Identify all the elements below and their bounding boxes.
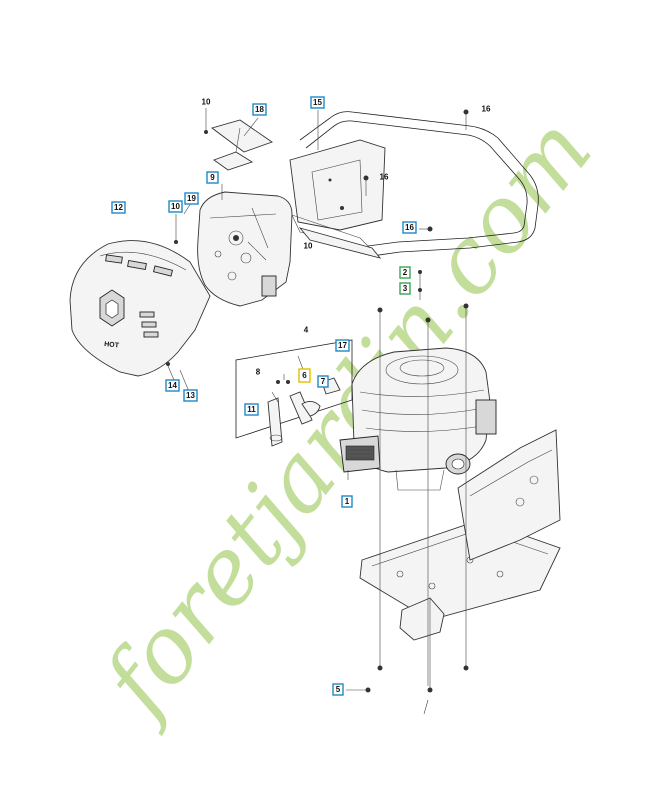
callout-13-box [183,389,198,402]
chassis-frame [359,429,561,693]
detail-inset [235,339,353,447]
callout-1: 1 [345,497,350,506]
callout-16-mid: 16 [380,173,389,182]
callout-18: 18 [255,105,264,114]
callout-16-box [402,221,417,234]
callout-18-box [252,103,267,116]
callout-14-box [165,379,180,392]
callout-10-mid: 10 [304,242,313,251]
callout-15: 15 [313,98,322,107]
frame-tube [299,111,539,257]
part-9-panel [197,191,293,307]
callout-11: 11 [247,405,256,414]
callout-3: 3 [403,284,408,293]
callout-2-box [399,266,411,279]
callout-10-box [168,200,183,213]
callout-4: 4 [304,326,309,335]
callout-14: 14 [168,381,177,390]
callout-9-box [206,171,219,184]
callout-8: 8 [256,368,261,377]
engine [339,347,497,491]
part-18-bracket [211,119,273,171]
callout-17-box [335,339,350,352]
callout-7-box [317,375,329,388]
callout-16-top: 16 [482,105,491,114]
callout-6: 6 [302,371,307,380]
callout-13: 13 [186,391,195,400]
hood-label: HOT [104,341,120,350]
seat-bracket [289,139,386,259]
callout-19: 19 [187,194,196,203]
callout-11-box [244,403,259,416]
callout-3-box [399,282,411,295]
callout-1-box [341,495,353,508]
callout-9: 9 [210,173,215,182]
callout-19-box [184,192,199,205]
leader-lines [166,108,469,715]
callout-10-boxed: 10 [171,202,180,211]
callout-7: 7 [321,377,326,386]
callout-17: 17 [338,341,347,350]
callout-12: 12 [114,203,123,212]
callout-15-box [310,96,325,109]
callouts: 10 16 16 10 4 8 18 15 9 19 10 12 16 2 3 [111,96,491,696]
callout-5: 5 [336,685,341,694]
callout-5-box [332,683,344,696]
callout-6-box [298,368,311,383]
callout-12-box [111,201,126,214]
part-12-hood: HOT [69,240,211,377]
callout-10-top: 10 [202,98,211,107]
callout-16-boxed: 16 [405,223,414,232]
callout-2: 2 [403,268,408,277]
